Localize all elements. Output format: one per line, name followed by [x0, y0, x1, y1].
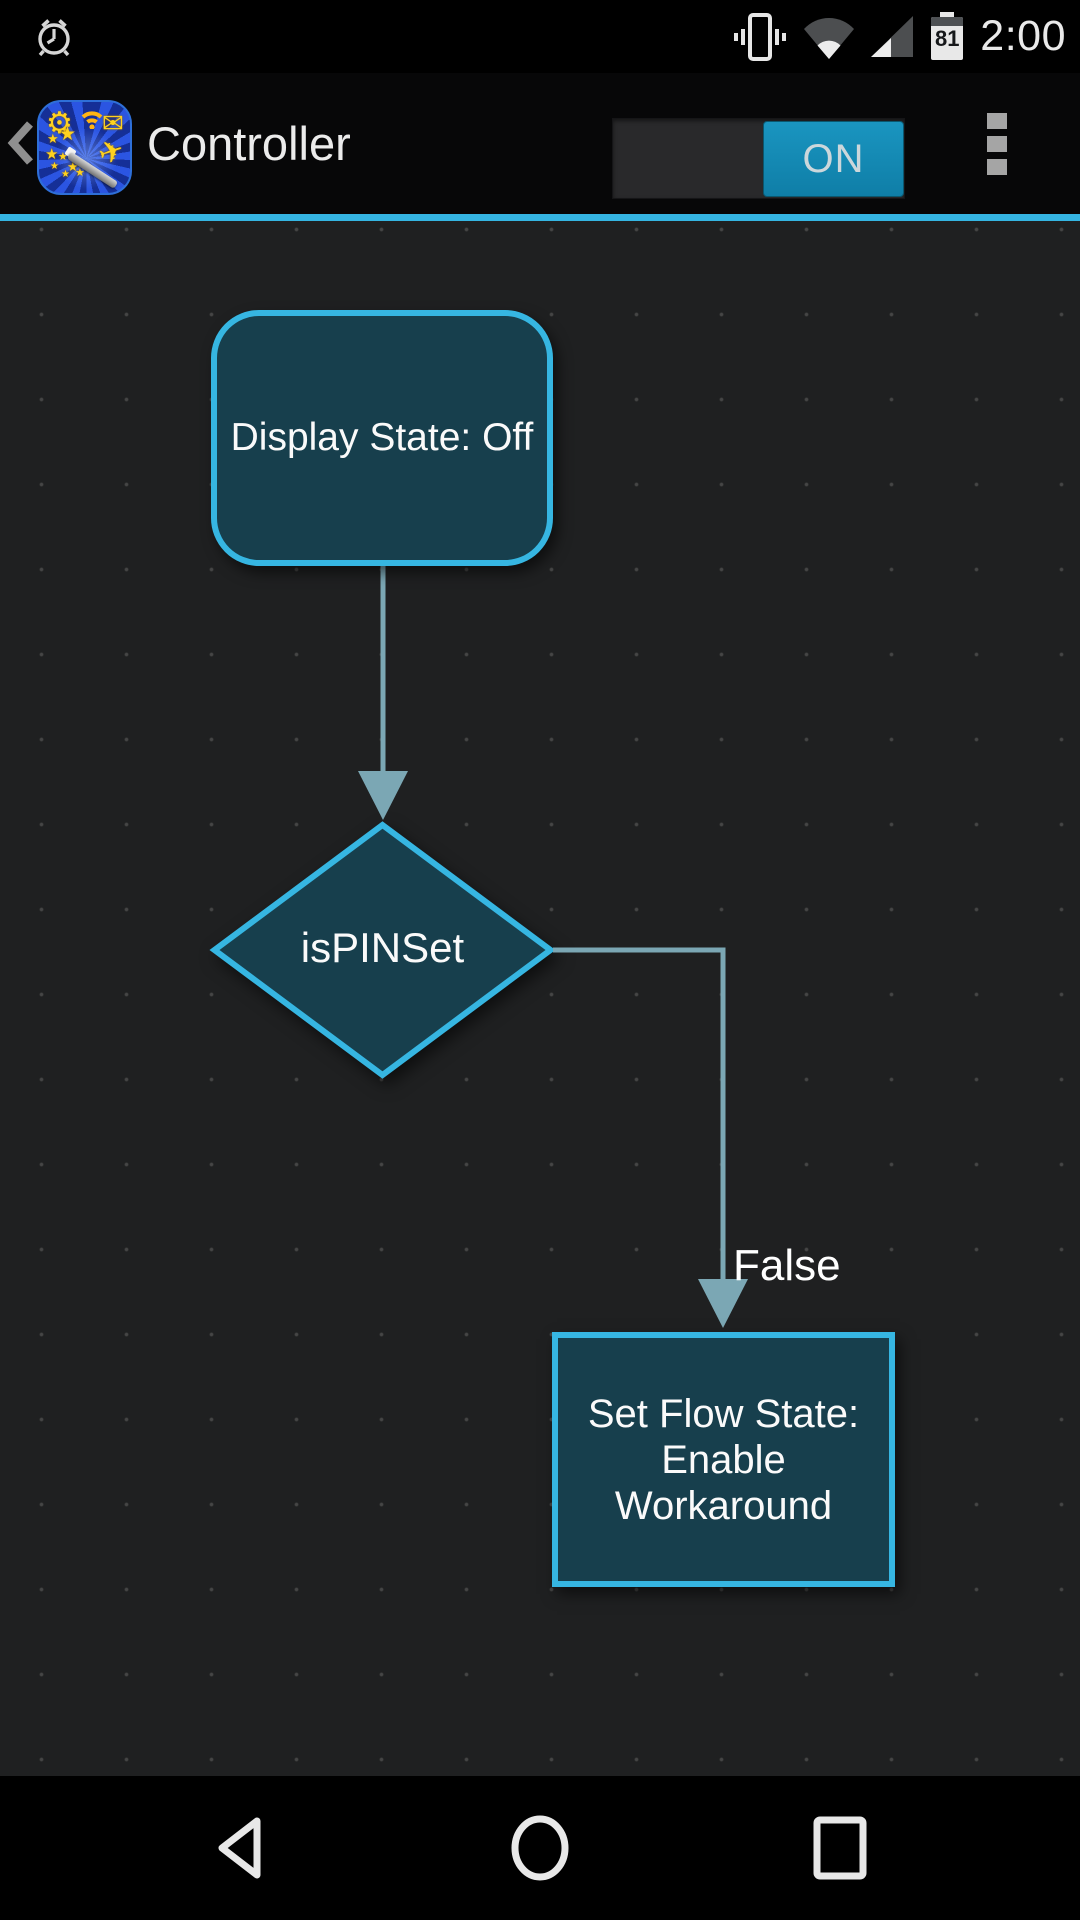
accent-divider: [0, 214, 1080, 221]
overflow-menu-icon: [987, 136, 1007, 152]
nav-home-button[interactable]: [480, 1776, 600, 1920]
recents-square-icon: [813, 1816, 867, 1880]
battery-percent: 81: [935, 25, 960, 51]
vibrate-icon: [734, 12, 787, 61]
status-clock: 2:00: [980, 12, 1066, 60]
star-icon: ★: [58, 151, 68, 163]
arrowhead-icon: [698, 1279, 748, 1328]
star-icon: ★: [61, 169, 70, 180]
app-bar: ⚙ ✉ ✈ ★ ★ ★ ★ ★ ★ ★ ★ Controller ON: [0, 73, 1080, 214]
overflow-menu-button[interactable]: [975, 113, 1019, 175]
arrowhead-icon: [358, 771, 408, 820]
action-node-set-flow-state[interactable]: Set Flow State: Enable Workaround: [552, 1332, 895, 1587]
node-label: Set Flow State: Enable Workaround: [587, 1391, 860, 1528]
page-title: Controller: [147, 117, 351, 170]
status-bar: 81 2:00: [0, 0, 1080, 73]
wifi-arcs-icon: [81, 111, 103, 129]
toggle-label: ON: [802, 136, 865, 181]
edge-label-false: False: [733, 1241, 841, 1290]
star-icon: ★: [67, 159, 79, 174]
star-icon: ★: [45, 146, 59, 163]
app-icon[interactable]: ⚙ ✉ ✈ ★ ★ ★ ★ ★ ★ ★ ★: [37, 100, 132, 195]
alarm-icon: [38, 18, 70, 56]
nav-back-button[interactable]: [180, 1776, 300, 1920]
connector-line: [553, 947, 726, 1281]
navigation-bar: [0, 1776, 1080, 1920]
back-chevron-icon[interactable]: [6, 120, 36, 166]
star-icon: ★: [47, 131, 59, 146]
wifi-icon: [804, 17, 855, 59]
overflow-menu-icon: [987, 159, 1007, 175]
condition-node-shape[interactable]: [209, 821, 556, 1079]
home-circle-icon: [511, 1815, 569, 1881]
connector-layer: [209, 566, 748, 1328]
flow-enabled-toggle[interactable]: ON: [612, 118, 905, 199]
toggle-thumb[interactable]: ON: [763, 121, 904, 197]
envelope-icon: ✉: [102, 108, 124, 138]
star-icon: ★: [75, 167, 85, 179]
signal-icon: [871, 15, 914, 57]
nav-recents-button[interactable]: [780, 1776, 900, 1920]
overflow-menu-icon: [987, 113, 1007, 129]
node-label: Display State: Off: [230, 416, 534, 459]
gear-icon: ⚙: [46, 107, 73, 140]
battery-icon: 81: [929, 11, 965, 62]
action-node-display-state[interactable]: Display State: Off: [211, 310, 553, 566]
star-icon: ★: [59, 124, 77, 145]
star-icon: ★: [50, 161, 59, 172]
back-triangle-icon: [218, 1817, 261, 1879]
flow-canvas[interactable]: Display State: Off isPINSet False Set Fl…: [0, 221, 1080, 1776]
